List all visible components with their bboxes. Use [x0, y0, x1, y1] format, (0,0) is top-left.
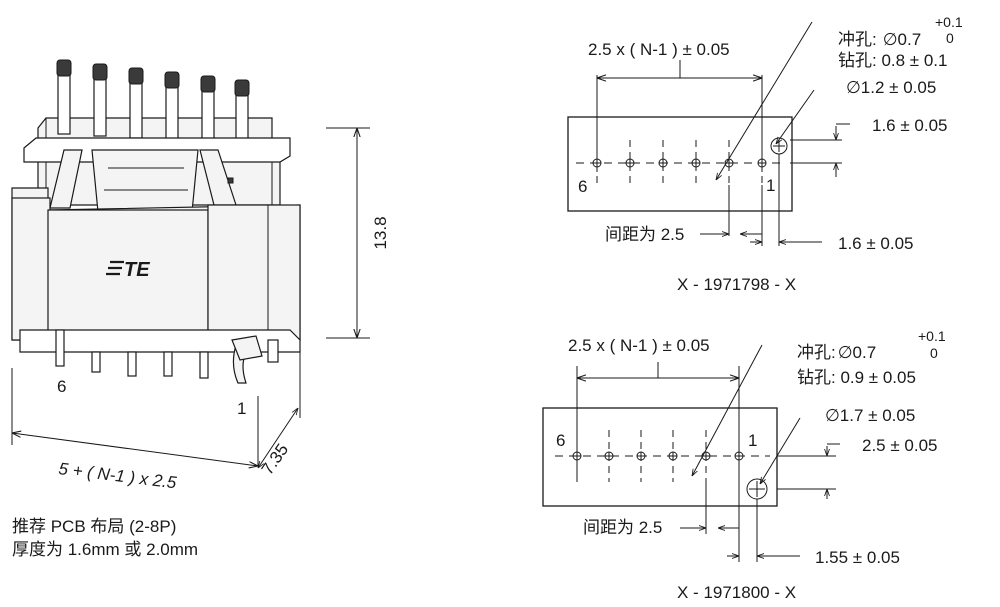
svg-text:1: 1 — [748, 431, 757, 450]
svg-text:+0.1: +0.1 — [918, 328, 946, 344]
svg-text:5 + ( N-1 ) x 2.5: 5 + ( N-1 ) x 2.5 — [58, 459, 179, 492]
pcb-recommendation-line1: 推荐 PCB 布局 (2-8P) — [12, 517, 176, 536]
drill-label: 钻孔: 0.8 ± 0.1 — [838, 51, 948, 70]
offset-y: 1.6 ± 0.05 — [872, 116, 948, 135]
part-number: X - 1971800 - X — [677, 583, 796, 602]
connector-illustration: TE 6 1 — [11, 59, 301, 418]
punch-label: 冲孔:∅0.7 — [838, 30, 921, 49]
pitch-formula: 2.5 x ( N-1 ) ± 0.05 — [588, 40, 730, 59]
part-number: X - 1971798 - X — [677, 275, 796, 294]
hole-diameter: ∅1.7 ± 0.05 — [825, 406, 915, 425]
connector-solder-tails — [55, 329, 279, 384]
te-logo: TE — [106, 259, 150, 281]
spacing-label: 间距为 2.5 — [583, 518, 662, 537]
pcb-layout-1971798: 2.5 x ( N-1 ) ± 0.05 6 1 冲孔 — [567, 14, 963, 294]
svg-text:13.8: 13.8 — [371, 216, 390, 249]
pitch-formula: 2.5 x ( N-1 ) ± 0.05 — [568, 336, 710, 355]
pcb-outline — [567, 116, 793, 212]
svg-text:TE: TE — [124, 259, 150, 281]
svg-text:6: 6 — [578, 177, 587, 196]
pin-label-6: 6 — [57, 377, 66, 396]
connector-pin-posts — [56, 59, 250, 145]
pcb-outline — [542, 407, 778, 507]
svg-text:6: 6 — [556, 431, 565, 450]
pin-label-1: 1 — [237, 399, 246, 418]
spacing-label: 间距为 2.5 — [605, 225, 684, 244]
offset-y: 2.5 ± 0.05 — [862, 436, 938, 455]
width-dimension: 5 + ( N-1 ) x 2.5 — [12, 368, 258, 492]
svg-text:0: 0 — [946, 30, 954, 46]
svg-text:0: 0 — [930, 345, 938, 361]
svg-text:7.35: 7.35 — [258, 440, 293, 478]
punch-label: 冲孔:∅0.7 — [797, 343, 876, 362]
pcb-thickness-line2: 厚度为 1.6mm 或 2.0mm — [12, 540, 198, 559]
hole-diameter: ∅1.2 ± 0.05 — [846, 78, 936, 97]
depth-dimension: 7.35 — [258, 350, 301, 478]
height-dimension: 13.8 — [326, 127, 390, 339]
svg-text:1: 1 — [766, 176, 775, 195]
pcb-layout-1971800: 2.5 x ( N-1 ) ± 0.05 6 1 冲孔:∅0.7 — [542, 328, 946, 602]
offset-x: 1.6 ± 0.05 — [838, 234, 914, 253]
offset-x: 1.55 ± 0.05 — [815, 548, 900, 567]
drill-label: 钻孔: 0.9 ± 0.05 — [797, 368, 916, 387]
svg-text:+0.1: +0.1 — [935, 14, 963, 30]
pin-holes — [572, 451, 744, 461]
latch — [91, 149, 199, 213]
